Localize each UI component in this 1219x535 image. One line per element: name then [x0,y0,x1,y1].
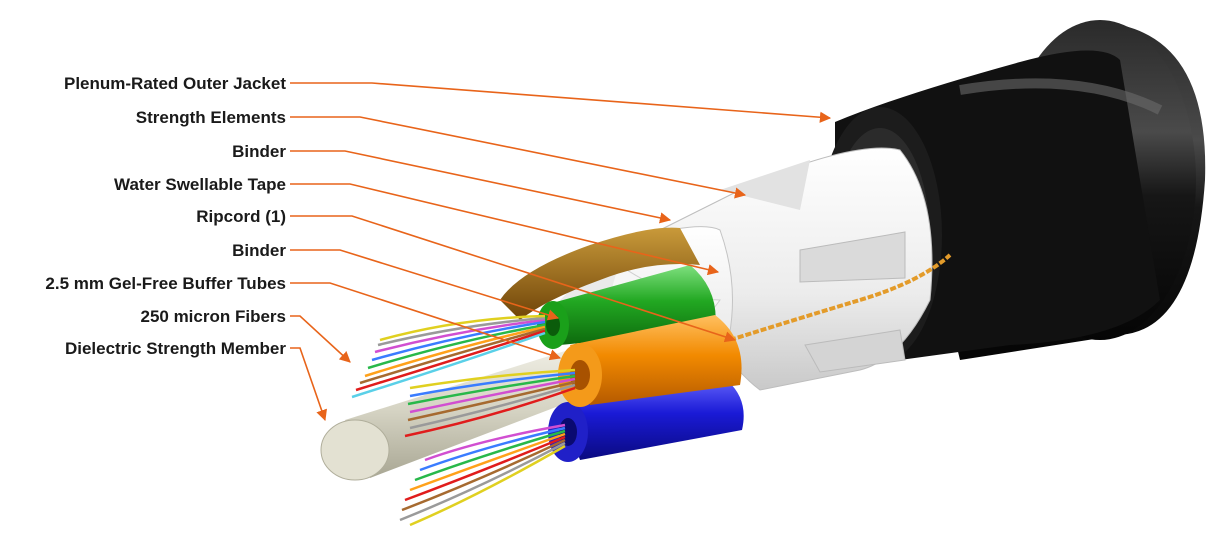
leader-dielectric [290,347,327,422]
leader-fibers [290,315,351,363]
leader-binder-outer [290,150,672,224]
leader-strength-elements [290,116,747,199]
fibers-bundle-top [351,314,546,399]
label-strength-elements: Strength Elements [136,108,286,127]
label-binder-inner: Binder [232,241,286,260]
fibers-bundle-bottom [399,423,566,527]
fibers-bundle-middle [404,368,576,438]
label-fibers: 250 micron Fibers [140,307,286,326]
leader-binder-inner [290,249,560,321]
leader-water-tape [290,183,720,276]
leader-lines [290,82,832,422]
orange-buffer-tube [558,315,742,407]
label-binder-outer: Binder [232,142,286,161]
leader-buffer-tubes [290,282,562,361]
label-buffer-tubes: 2.5 mm Gel-Free Buffer Tubes [45,274,286,293]
label-water-tape: Water Swellable Tape [114,175,286,194]
label-ripcord: Ripcord (1) [196,207,286,226]
label-dielectric: Dielectric Strength Member [65,339,286,358]
leader-outer-jacket [290,82,832,123]
ripcord [729,253,952,342]
binder-outer [500,227,700,320]
leader-ripcord [290,215,737,343]
callout-labels: Plenum-Rated Outer Jacket Strength Eleme… [45,74,286,358]
label-outer-jacket: Plenum-Rated Outer Jacket [64,74,286,93]
